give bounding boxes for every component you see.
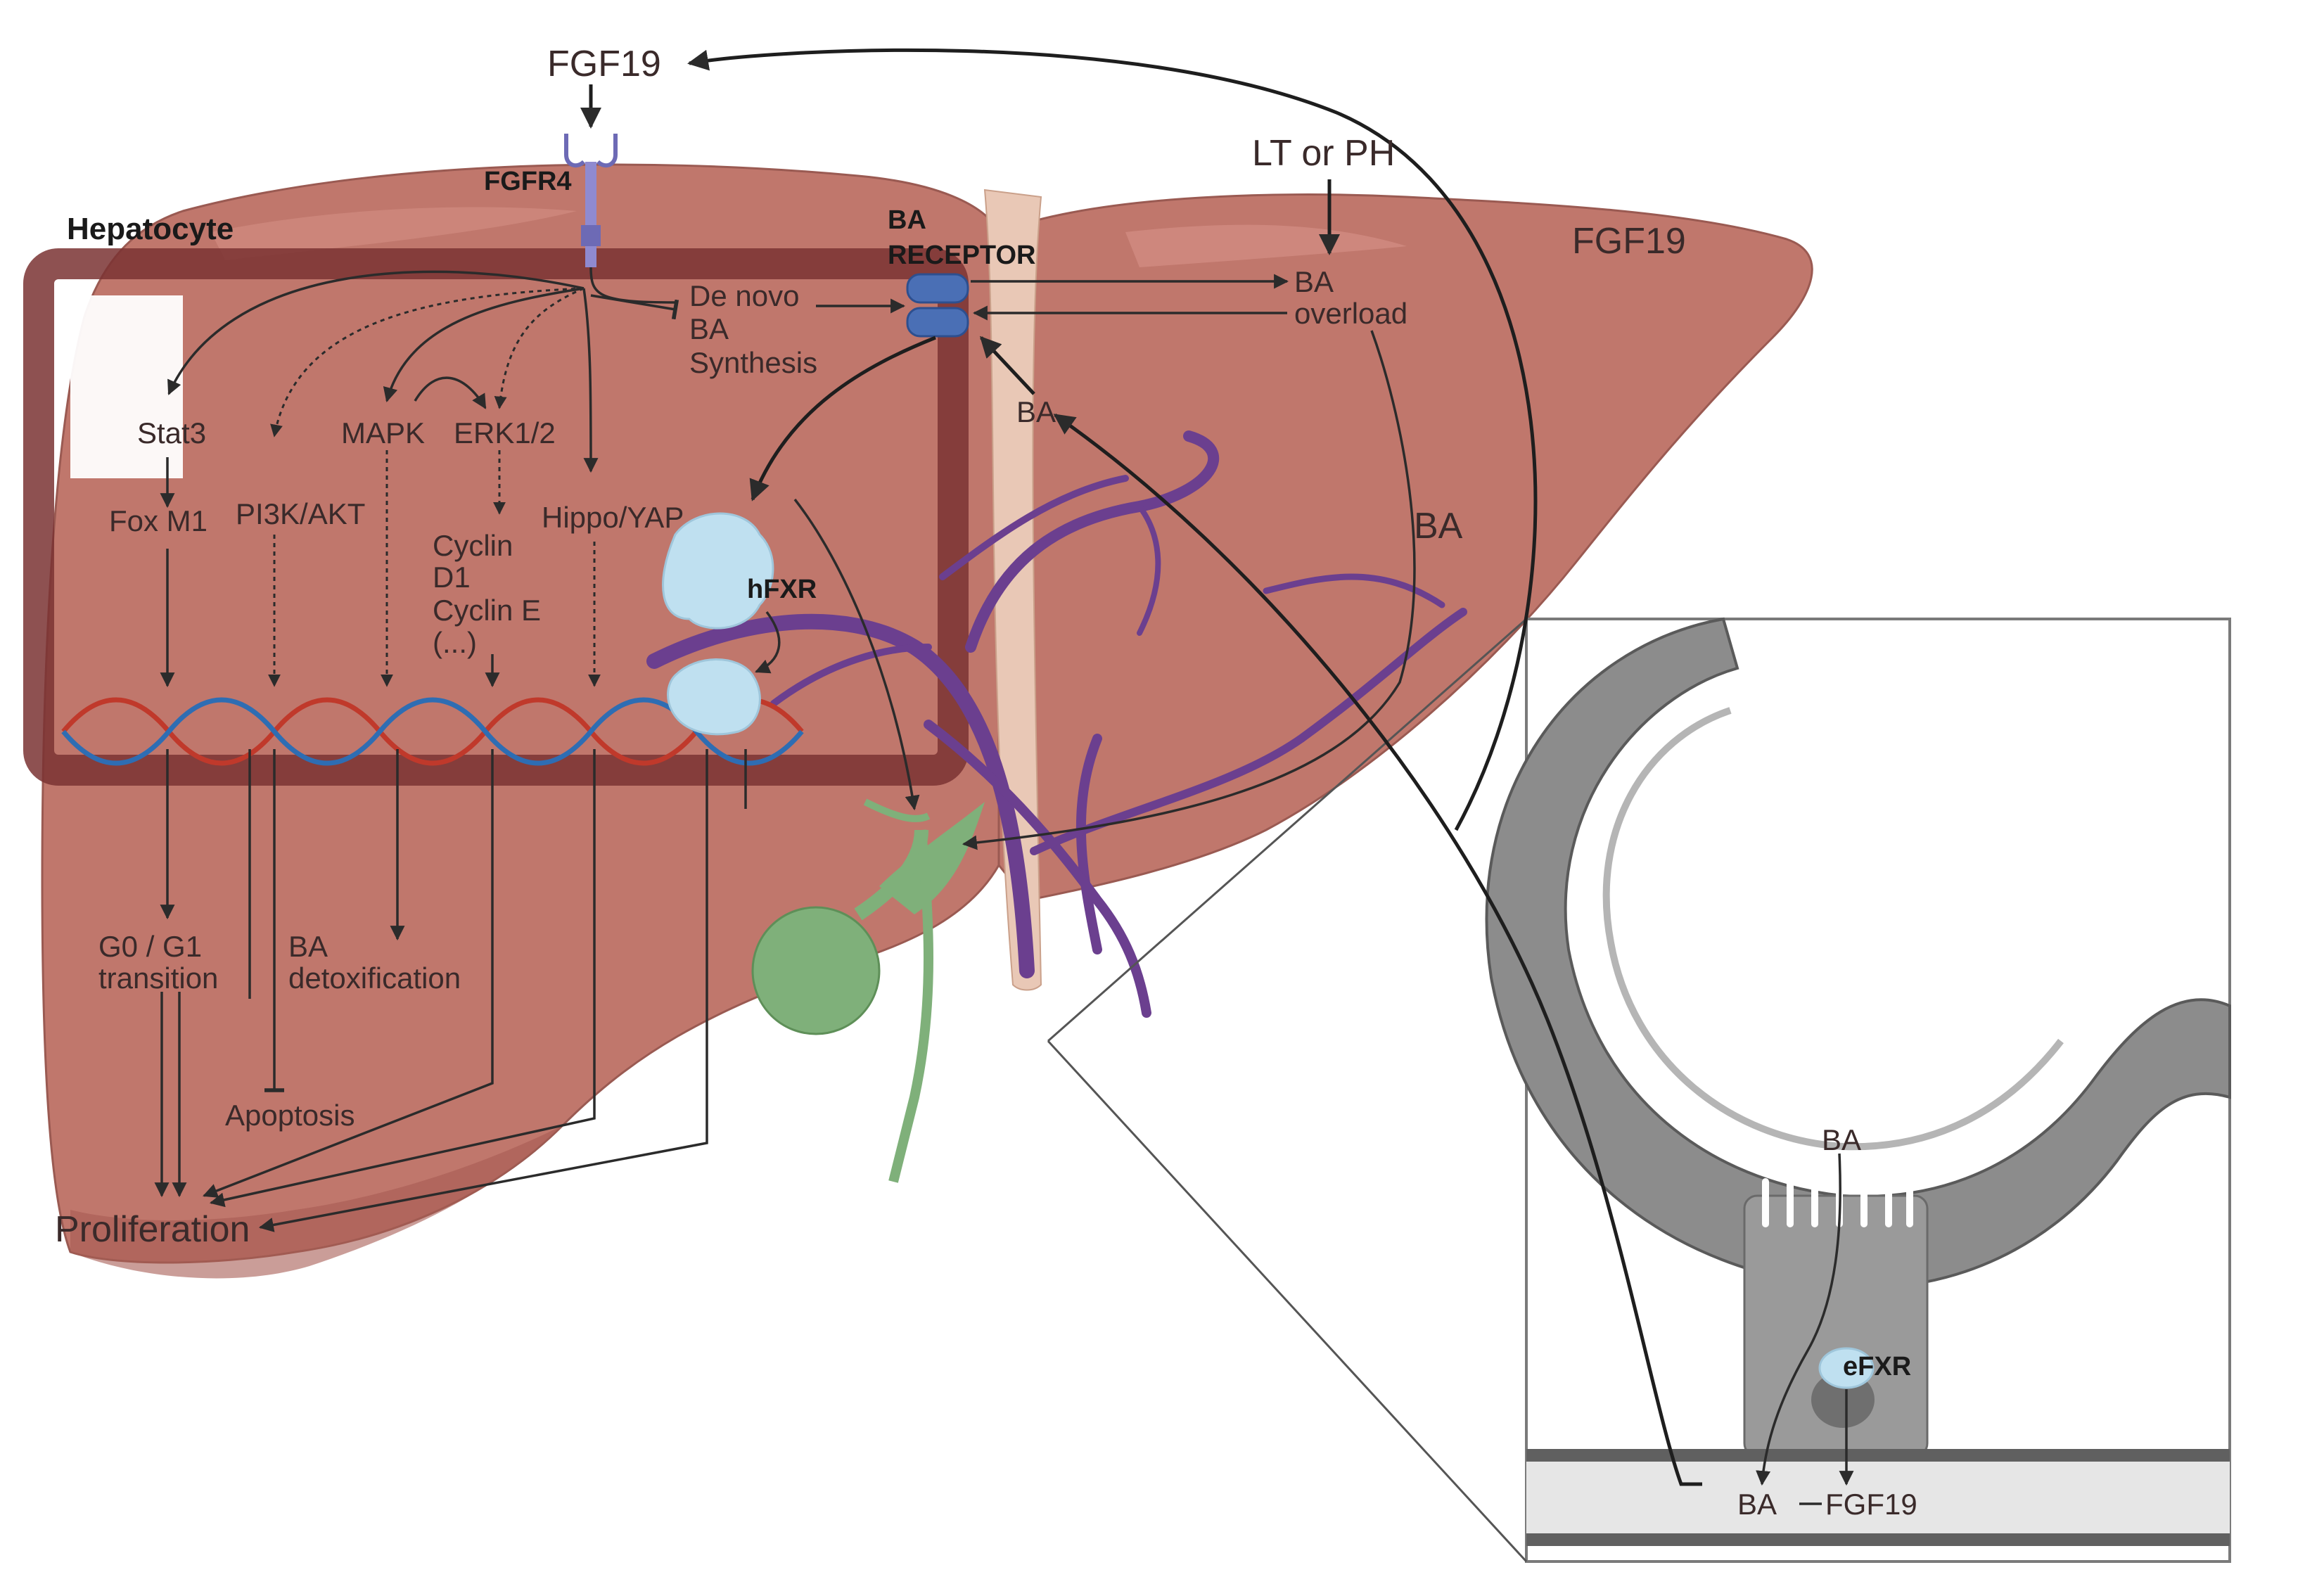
efxr-protein [1818,1347,1875,1389]
pathway-arrows [154,48,1854,1505]
cyclin-label-2: D1 [433,561,471,594]
mapk-label: MAPK [341,416,425,449]
ba-mid-label: BA [1016,395,1056,428]
intestine-ba-top-label: BA [1822,1123,1861,1156]
cyclin-label-4: (...) [433,626,477,659]
ba-right-label: BA [1414,506,1463,547]
stat3-label: Stat3 [137,416,206,449]
hfxr-protein [662,512,774,736]
efxr-label: eFXR [1843,1352,1911,1381]
fgf19-right-label: FGF19 [1572,221,1686,262]
blood-vessels [646,430,1467,1018]
g0g1-label-1: G0 / G1 [98,930,202,963]
intestine-ba-bottom-label: BA [1737,1488,1777,1521]
labels: FGF19 FGFR4 Hepatocyte BA RECEPTOR LT or… [55,44,1917,1521]
intestine-fgf19-label: FGF19 [1825,1488,1917,1521]
intestine-inset [1047,617,2231,1563]
ba-detox-label-1: BA [288,930,328,963]
erk-label: ERK1/2 [454,416,556,449]
cyclin-label-3: Cyclin E [433,594,541,627]
ba-detox-label-2: detoxification [288,962,461,995]
liver-right-lobe [997,193,1813,902]
apoptosis-label: Apoptosis [225,1099,355,1132]
falciform-ligament [983,189,1042,991]
g0g1-label-2: transition [98,962,218,995]
fgfr4-receptor [564,134,618,267]
fgfr4-label: FGFR4 [484,167,572,196]
ba-overload-label-2: overload [1294,297,1407,330]
proliferation-label: Proliferation [55,1209,250,1250]
fgf19-top-label: FGF19 [547,44,661,84]
hepatocyte-label: Hepatocyte [67,212,234,246]
foxm1-label: Fox M1 [109,504,208,537]
hepatocyte-cell [23,248,969,786]
lt-or-ph-label: LT or PH [1252,133,1395,174]
intestine-tube [1485,617,2231,1289]
pi3k-label: PI3K/AKT [236,497,365,530]
hippo-label: Hippo/YAP [542,501,684,534]
ba-receptor [906,273,969,338]
ba-receptor-label-1: BA [888,205,926,235]
ba-receptor-label-2: RECEPTOR [888,241,1035,270]
gallbladder [751,798,985,1183]
bile-duct [888,829,933,1183]
liver-shadow [70,1125,563,1279]
hfxr-label: hFXR [747,575,817,604]
cyclin-label-1: Cyclin [433,529,513,562]
de-novo-label-2: BA [689,312,729,345]
de-novo-label-1: De novo [689,279,799,312]
ba-overload-label-1: BA [1294,265,1334,298]
de-novo-label-3: Synthesis [689,346,817,379]
